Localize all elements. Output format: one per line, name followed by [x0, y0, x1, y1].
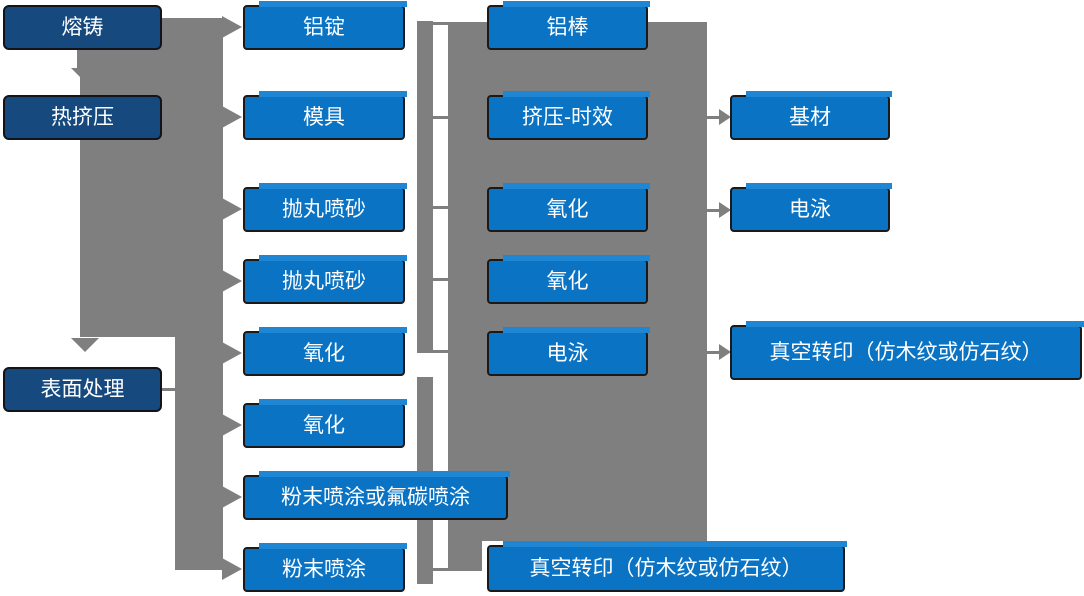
node-label: 抛丸喷砂	[282, 270, 366, 293]
node-label: 挤压-时效	[522, 106, 613, 129]
node-label: 热挤压	[51, 106, 114, 129]
node-label: 铝棒	[546, 16, 589, 39]
node-oxidation-1: 氧化	[243, 327, 407, 376]
node-powder-or-fluorocarbon-coating: 粉末喷涂或氟碳喷涂	[243, 471, 510, 520]
node-label: 粉末喷涂或氟碳喷涂	[281, 486, 470, 509]
bridge-line-row3	[432, 206, 450, 209]
arrow-icon-to-aluminum-ingot	[222, 16, 242, 38]
node-shot-blasting-1: 抛丸喷砂	[243, 183, 407, 232]
left-lower-bar	[175, 337, 223, 570]
arrow-icon-to-vacuum-transfer	[719, 344, 731, 360]
node-label: 电泳	[789, 198, 831, 221]
arrow-icon-to-powder-coating	[222, 558, 242, 580]
node-label: 氧化	[303, 414, 345, 437]
arrow-icon-to-oxidation-1	[222, 342, 242, 364]
bridge-line-row5	[417, 350, 450, 353]
right-merge-block-foot	[448, 541, 482, 571]
node-label: 电泳	[546, 342, 589, 365]
node-vacuum-transfer-right: 真空转印（仿木纹或仿石纹）	[730, 321, 1084, 380]
node-label: 氧化	[546, 270, 589, 293]
node-label: 熔铸	[61, 16, 104, 39]
down-arrow-icon-1	[71, 68, 99, 82]
node-mold: 模具	[243, 91, 407, 140]
arrow-icon-to-oxidation-2	[222, 414, 242, 436]
node-shot-blasting-2: 抛丸喷砂	[243, 255, 407, 304]
bridge-line-row1	[417, 22, 450, 25]
node-aluminum-rod: 铝棒	[487, 1, 650, 50]
bridge-line-row2	[432, 116, 450, 119]
down-arrow-shaft-1	[77, 45, 93, 70]
bridge-line-row4	[432, 278, 450, 281]
node-powder-coating: 粉末喷涂	[243, 543, 407, 592]
node-label: 粉末喷涂	[282, 558, 366, 581]
left-merge-block	[80, 18, 223, 337]
node-electrophoresis-2: 电泳	[730, 183, 892, 232]
arrow-icon-to-shot-blasting-1	[222, 198, 242, 220]
node-electrophoresis-1: 电泳	[487, 327, 650, 376]
node-vacuum-transfer-bottom: 真空转印（仿木纹或仿石纹）	[487, 541, 847, 592]
node-label: 真空转印（仿木纹或仿石纹）	[529, 557, 803, 580]
node-label: 氧化	[546, 198, 589, 221]
middle-bar-upper	[417, 21, 433, 353]
node-hot-extrusion: 热挤压	[3, 95, 162, 140]
bridge-line-row8	[432, 568, 450, 571]
arrow-line-to-base-material	[707, 116, 719, 119]
node-label: 模具	[303, 106, 345, 129]
node-label: 表面处理	[40, 378, 125, 401]
node-base-material: 基材	[730, 91, 892, 140]
arrow-icon-to-powder-fluorocarbon	[222, 486, 242, 508]
node-label: 氧化	[303, 342, 345, 365]
node-oxidation-4: 氧化	[487, 255, 650, 304]
surface-treatment-link-line	[162, 388, 177, 391]
arrow-icon-to-electrophoresis	[719, 202, 731, 218]
node-aluminum-ingot: 铝锭	[243, 1, 407, 50]
node-extrusion-aging: 挤压-时效	[487, 91, 650, 140]
node-label: 基材	[789, 106, 831, 129]
node-melting-casting: 熔铸	[3, 5, 162, 50]
node-oxidation-3: 氧化	[487, 183, 650, 232]
arrow-icon-to-base-material	[719, 109, 731, 125]
arrow-icon-to-shot-blasting-2	[222, 270, 242, 292]
node-oxidation-2: 氧化	[243, 399, 407, 448]
node-surface-treatment: 表面处理	[3, 367, 162, 412]
node-label: 铝锭	[303, 16, 345, 39]
node-label: 真空转印（仿木纹或仿石纹）	[769, 341, 1043, 364]
arrow-line-to-electrophoresis	[707, 209, 719, 212]
node-label: 抛丸喷砂	[282, 198, 366, 221]
down-arrow-icon-2	[71, 338, 99, 352]
arrow-icon-to-mold	[222, 106, 242, 128]
arrow-line-to-vacuum-transfer	[707, 351, 719, 354]
